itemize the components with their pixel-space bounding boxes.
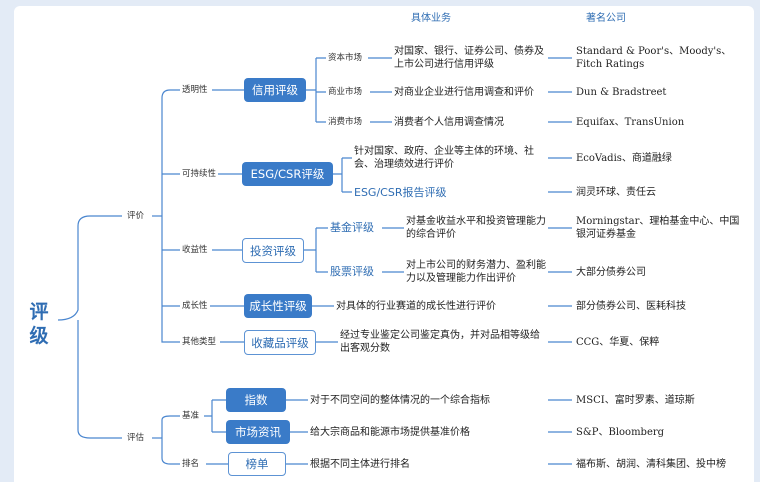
dimension-transparency: 透明性	[182, 85, 208, 95]
company-esg-report: 润灵环球、责任云	[576, 187, 656, 198]
dimension-other: 其他类型	[182, 337, 217, 347]
company-capital: Standard & Poor's、Moody's、Fitch Ratings	[576, 46, 732, 70]
sub-fund-rating: 基金评级	[330, 221, 374, 234]
desc-fund: 对基金收益水平和投资管理能力的综合评价	[406, 216, 546, 240]
desc-market-info: 给大宗商品和能源市场提供基准价格	[310, 427, 470, 438]
company-list: 福布斯、胡润、清科集团、投中榜	[576, 459, 726, 470]
dimension-sustainability: 可持续性	[182, 169, 217, 179]
desc-consumer: 消费者个人信用调查情况	[394, 117, 504, 128]
box-growth-rating: 成长性评级	[244, 294, 312, 318]
sub-esg-report-rating: ESG/CSR报告评级	[354, 186, 447, 199]
box-collectibles-rating: 收藏品评级	[244, 330, 316, 355]
branch-evaluate: 评价	[127, 211, 145, 221]
desc-commercial: 对商业企业进行信用调查和评价	[394, 87, 534, 98]
desc-stock: 对上市公司的财务潜力、盈利能力以及管理能力作出评价	[406, 260, 546, 284]
company-esg: EcoVadis、商道融绿	[576, 153, 672, 164]
dimension-profitability: 收益性	[182, 245, 208, 255]
market-consumer: 消费市场	[328, 117, 363, 127]
dimension-growth: 成长性	[182, 301, 208, 311]
sub-stock-rating: 股票评级	[330, 265, 374, 278]
box-investment-rating: 投资评级	[242, 238, 304, 263]
desc-list: 根据不同主体进行排名	[310, 459, 410, 470]
company-commercial: Dun & Bradstreet	[576, 87, 667, 98]
box-credit-rating: 信用评级	[244, 78, 306, 102]
dimension-ranking: 排名	[182, 459, 200, 469]
desc-capital: 对国家、银行、证券公司、债券及上市公司进行信用评级	[394, 46, 544, 70]
root-node: 评级	[29, 301, 49, 347]
box-list: 榜单	[228, 452, 286, 476]
company-growth: 部分债券公司、医耗科技	[576, 301, 686, 312]
branch-assess: 评估	[127, 433, 145, 443]
header-companies: 著名公司	[586, 13, 626, 24]
market-capital: 资本市场	[328, 53, 363, 63]
desc-growth: 对具体的行业赛道的成长性进行评价	[336, 301, 496, 312]
box-esg-rating: ESG/CSR评级	[242, 162, 333, 186]
market-commercial: 商业市场	[328, 87, 363, 97]
box-index: 指数	[226, 388, 286, 412]
company-index: MSCI、富时罗素、道琼斯	[576, 395, 695, 406]
diagram-canvas	[14, 6, 754, 482]
dimension-benchmark: 基准	[182, 411, 200, 421]
desc-esg: 针对国家、政府、企业等主体的环境、社会、治理绩效进行评价	[354, 146, 534, 170]
desc-index: 对于不同空间的整体情况的一个综合指标	[310, 395, 490, 406]
company-fund: Morningstar、理柏基金中心、中国银河证券基金	[576, 216, 740, 240]
company-consumer: Equifax、TransUnion	[576, 117, 685, 128]
desc-collectibles: 经过专业鉴定公司鉴定真伪，并对品相等级给出客观分数	[340, 330, 540, 354]
company-market-info: S&P、Bloomberg	[576, 427, 665, 438]
company-stock: 大部分债券公司	[576, 267, 646, 278]
box-market-info: 市场资讯	[226, 420, 290, 444]
header-business: 具体业务	[411, 13, 451, 24]
company-collectibles: CCG、华夏、保粹	[576, 337, 660, 348]
